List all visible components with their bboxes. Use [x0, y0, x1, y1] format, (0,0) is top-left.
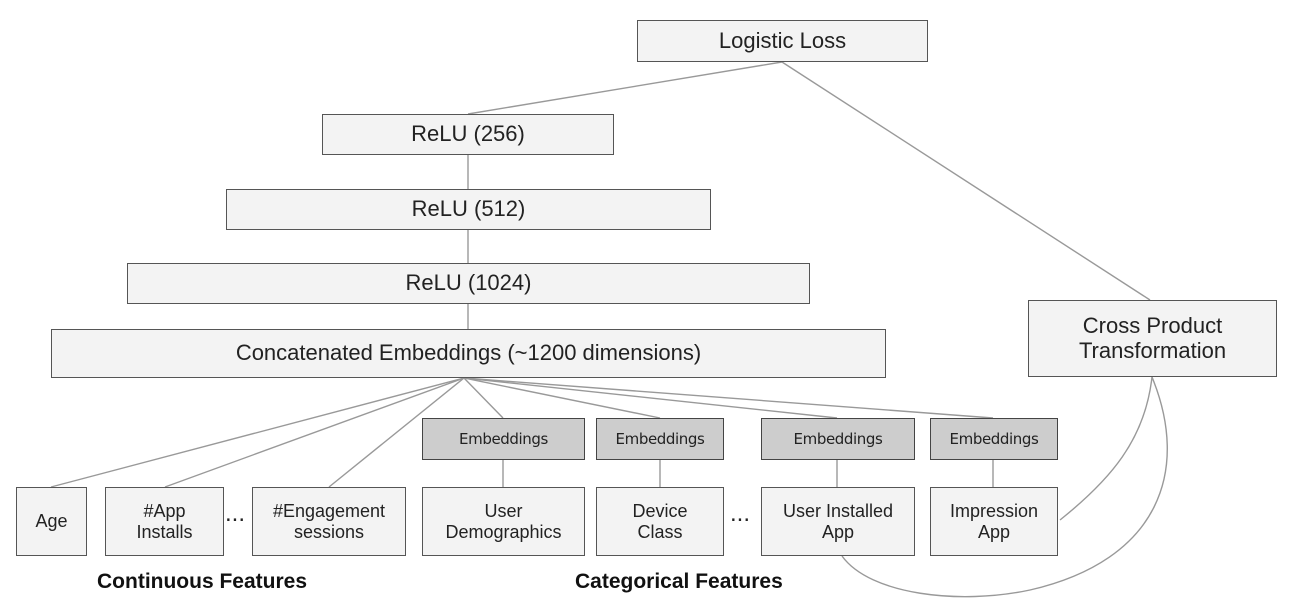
- categorical-ellipsis: ...: [730, 500, 751, 527]
- edge-concat-emb3: [463, 377, 838, 419]
- continuous-features-label: Continuous Features: [97, 570, 308, 593]
- feature-device-class: Device Class: [596, 487, 724, 556]
- relu-256-node: ReLU (256): [322, 114, 614, 155]
- embeddings-impression-app: Embeddings: [930, 418, 1058, 460]
- edge-concat-emb4: [463, 377, 994, 419]
- edge-concat-age: [50, 377, 465, 488]
- feature-engagement-sessions: #Engagement sessions: [252, 487, 406, 556]
- feature-impression-app: Impression App: [930, 487, 1058, 556]
- edge-loss-relu256: [467, 61, 783, 115]
- categorical-features-label: Categorical Features: [575, 570, 783, 593]
- edge-concat-appinstalls: [164, 377, 465, 488]
- embeddings-installed-app: Embeddings: [761, 418, 915, 460]
- embeddings-demographics: Embeddings: [422, 418, 585, 460]
- cross-product-node: Cross Product Transformation: [1028, 300, 1277, 377]
- relu-512-node: ReLU (512): [226, 189, 711, 230]
- edge-concat-emb1: [463, 377, 504, 419]
- relu-1024-node: ReLU (1024): [127, 263, 810, 304]
- feature-app-installs: #App Installs: [105, 487, 224, 556]
- edge-loss-crossproduct: [781, 61, 1151, 301]
- edge-concat-engagement: [328, 377, 465, 488]
- edge-cross-installed: [841, 376, 1168, 598]
- embeddings-device: Embeddings: [596, 418, 724, 460]
- logistic-loss-node: Logistic Loss: [637, 20, 928, 62]
- feature-age: Age: [16, 487, 87, 556]
- concatenated-embeddings-node: Concatenated Embeddings (~1200 dimension…: [51, 329, 886, 378]
- edge-cross-impression: [1059, 376, 1153, 521]
- feature-user-installed-app: User Installed App: [761, 487, 915, 556]
- continuous-ellipsis: ...: [225, 500, 246, 527]
- edge-concat-emb2: [463, 377, 661, 419]
- feature-user-demographics: User Demographics: [422, 487, 585, 556]
